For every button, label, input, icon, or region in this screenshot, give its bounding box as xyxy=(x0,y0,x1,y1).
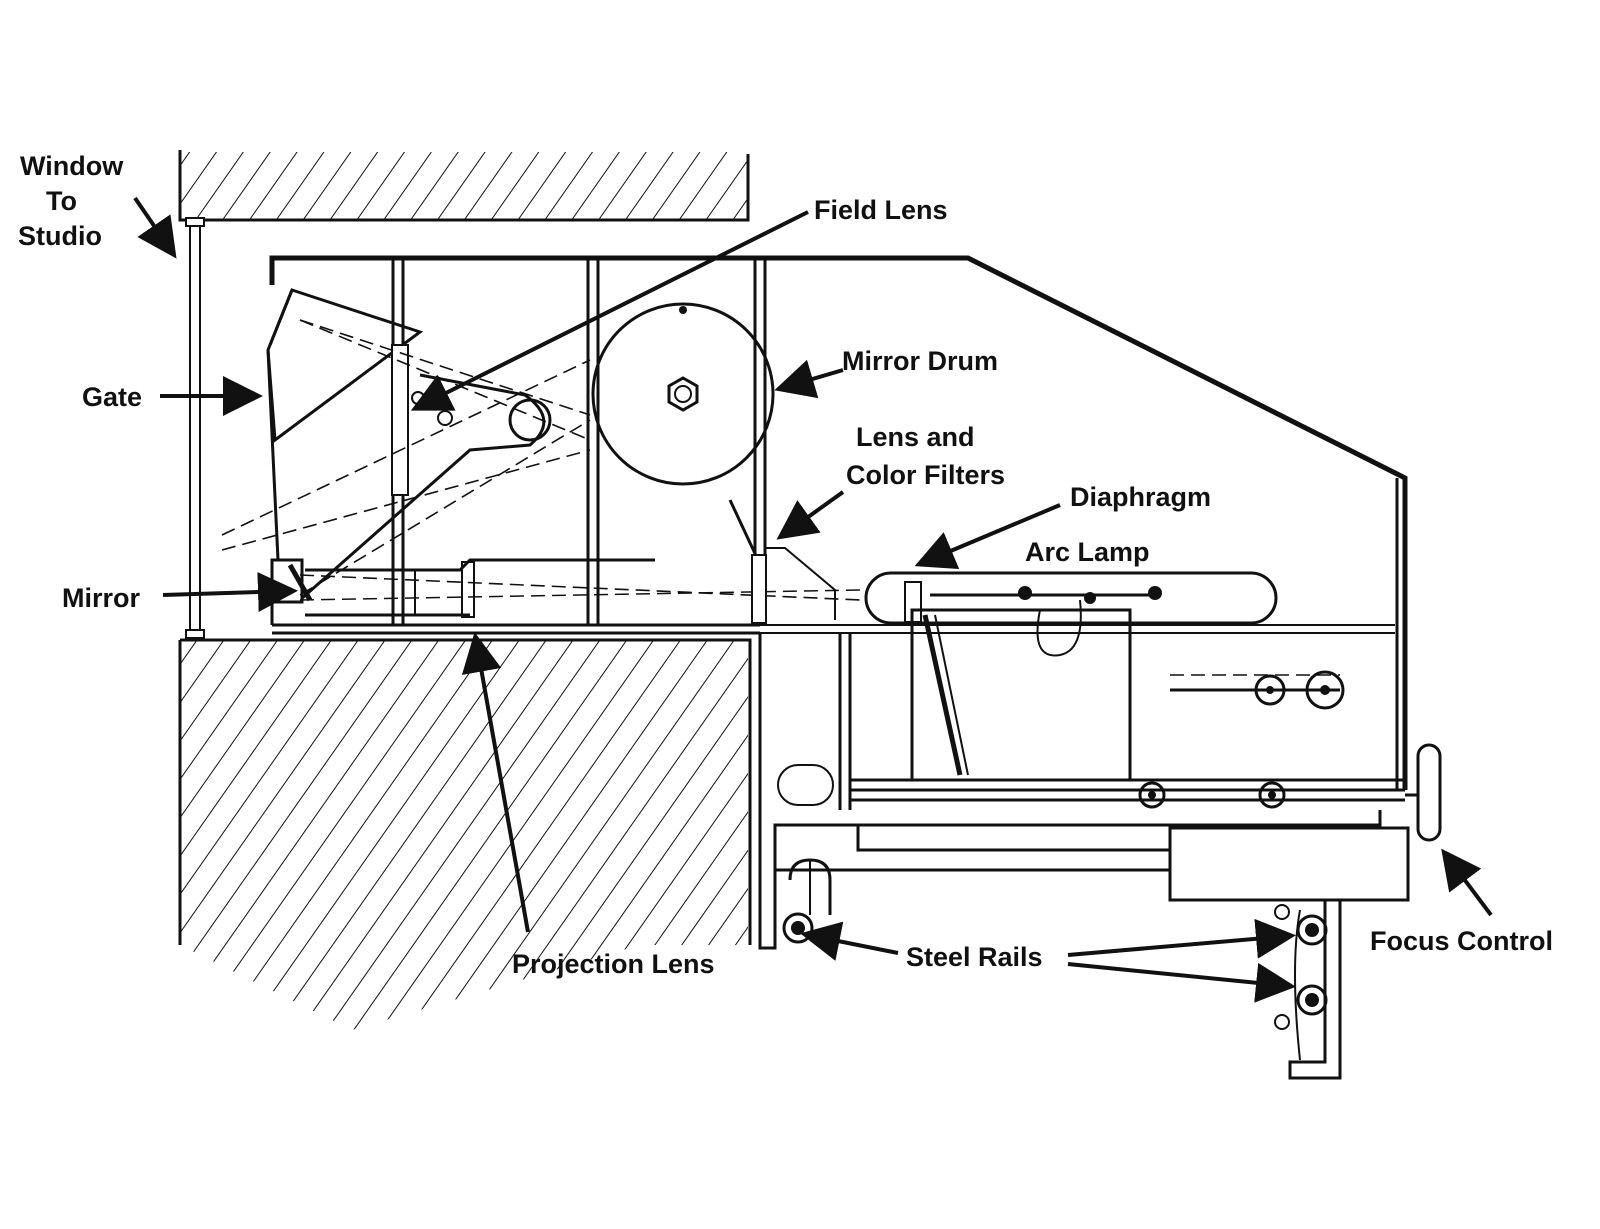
label-arc-lamp: Arc Lamp xyxy=(1025,537,1150,567)
lens-and-filters xyxy=(728,499,836,624)
callout-arrows xyxy=(133,196,1493,1003)
label-lens-filters-line2: Color Filters xyxy=(846,460,1005,490)
arc-lamp xyxy=(864,571,1278,782)
label-focus-control: Focus Control xyxy=(1370,926,1553,956)
carriage-base xyxy=(758,633,1410,950)
label-mirror-drum: Mirror Drum xyxy=(842,346,998,376)
upper-wall xyxy=(178,150,750,222)
label-diaphragm: Diaphragm xyxy=(1070,482,1211,512)
lower-wall xyxy=(178,638,752,1030)
label-gate: Gate xyxy=(82,382,142,412)
label-field-lens: Field Lens xyxy=(814,195,948,225)
labels: Window To Studio Field Lens Gate Mirror … xyxy=(18,151,1553,979)
projection-lens-barrel xyxy=(305,558,655,618)
label-window-line2: To xyxy=(46,186,77,216)
label-lens-filters-line1: Lens and xyxy=(856,422,975,452)
label-mirror: Mirror xyxy=(62,583,141,613)
label-projection-lens: Projection Lens xyxy=(512,949,715,979)
studio-window xyxy=(185,217,205,640)
label-window-line1: Window xyxy=(20,151,124,181)
drive-belt xyxy=(1170,670,1345,710)
label-steel-rails: Steel Rails xyxy=(906,942,1043,972)
focus-control-knob xyxy=(1405,743,1442,842)
gate-assembly xyxy=(266,288,552,602)
steel-rails xyxy=(782,898,1342,1080)
mirror-drum xyxy=(591,302,775,486)
label-window-line3: Studio xyxy=(18,221,102,251)
